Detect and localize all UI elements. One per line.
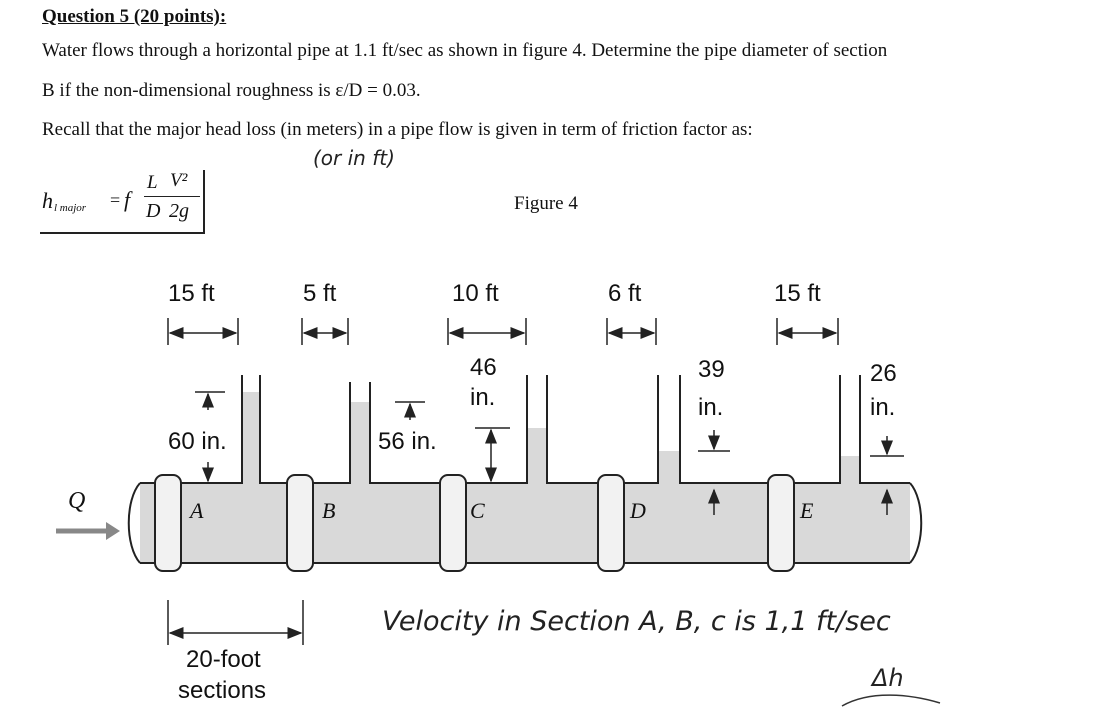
- formula-h: h: [42, 188, 53, 213]
- dim-label-2: 5 ft: [303, 280, 337, 307]
- formula-L: L: [147, 172, 158, 193]
- height-label-d-unit: in.: [698, 394, 724, 421]
- dim-label-4: 6 ft: [608, 280, 642, 307]
- formula-equals: =: [110, 190, 121, 210]
- pipe-inlet-end: [127, 482, 141, 564]
- dim-label-3: 10 ft: [452, 280, 499, 307]
- height-label-a: 60 in.: [168, 428, 227, 455]
- question-line-3: Recall that the major head loss (in mete…: [42, 119, 753, 140]
- handwritten-delta-h: Δh: [872, 664, 904, 692]
- formula-f: f: [124, 187, 131, 212]
- dim-label-1: 15 ft: [168, 280, 215, 307]
- handwritten-velocity-note: Velocity in Section A, B, c is 1,1 ft/se…: [382, 606, 891, 637]
- figure-caption: Figure 4: [514, 193, 578, 214]
- question-line-2: B if the non-dimensional roughness is ε/…: [42, 80, 421, 101]
- pipe-outlet-end: [909, 482, 923, 564]
- section-label-d: D: [630, 498, 646, 523]
- flange-c: [439, 474, 467, 572]
- head-loss-formula: h l major = f L V² D 2g: [40, 170, 205, 234]
- height-label-d-num: 39: [698, 356, 725, 383]
- formula-D: D: [146, 200, 161, 222]
- question-title: Question 5 (20 points):: [42, 6, 227, 27]
- flange-b: [286, 474, 314, 572]
- section-label-e: E: [800, 498, 814, 523]
- dim-label-5: 15 ft: [774, 280, 821, 307]
- flange-d: [597, 474, 625, 572]
- height-label-b: 56 in.: [378, 428, 437, 455]
- section-length-line-2: sections: [178, 677, 267, 704]
- flange-e: [767, 474, 795, 572]
- section-label-b: B: [322, 498, 336, 523]
- height-label-e-unit: in.: [870, 394, 896, 421]
- height-label-e-num: 26: [870, 360, 897, 387]
- question-line-1: Water flows through a horizontal pipe at…: [42, 40, 888, 61]
- height-label-c-num: 46: [470, 354, 497, 381]
- formula-V2: V²: [170, 170, 188, 191]
- flow-label: Q: [68, 488, 86, 514]
- section-length-line-1: 20-foot: [186, 646, 261, 673]
- height-label-c-unit: in.: [470, 384, 496, 411]
- section-label-c: C: [470, 498, 485, 523]
- formula-2g: 2g: [169, 200, 189, 222]
- flange-a: [154, 474, 182, 572]
- section-label-a: A: [190, 498, 204, 523]
- handwritten-units-note: (or in ft): [313, 146, 395, 170]
- formula-subscript: l major: [54, 202, 87, 214]
- formula-fraction-bar: [144, 196, 200, 197]
